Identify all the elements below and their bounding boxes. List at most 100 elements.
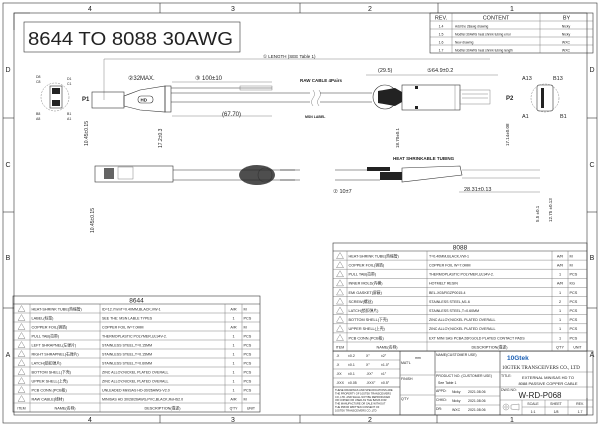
item-triangle-icon — [17, 395, 26, 402]
chkd-by: Nicky — [452, 399, 461, 403]
part-unit: PCS — [244, 379, 252, 383]
zone-left-b: B — [6, 255, 11, 262]
part-unit: M — [570, 263, 573, 267]
revision-content: Modfiel 30AWG heat shrink tubing length — [455, 49, 513, 53]
zone-right-b: B — [590, 255, 595, 262]
part-quantity: 1 — [232, 316, 234, 320]
part-quantity: 1 — [232, 334, 234, 338]
item-triangle-icon — [336, 324, 344, 332]
item-triangle-icon — [336, 297, 344, 305]
part-description: UNLEADED MiniSAS HD-30/26AWG-V2.0 — [102, 388, 170, 392]
tolerance-format: .X — [336, 363, 340, 367]
angle-format: X° — [366, 363, 370, 367]
pin-b13-label: B13 — [553, 76, 563, 82]
company-name: 10GTEK TRANSCEIVERS CO., LTD — [502, 366, 580, 371]
part-unit: PCS — [244, 352, 252, 356]
cable-side-view-right: HEAT SHRINKABLE TUBING ⑦ 10±7 28.31±0.13… — [280, 156, 553, 222]
raw-cable-label: RAW CABLE 4Pairs — [300, 78, 343, 83]
content-header: CONTENT — [483, 16, 510, 22]
unit-label: mm — [415, 356, 421, 360]
part-unit: PCS — [244, 316, 252, 320]
dimension-10-45: 10.45±0.15 — [90, 208, 96, 233]
part-description: THERMOPLASTIC POLYMER,UL94V-2. — [429, 273, 494, 277]
name-header: NAME(名称) — [376, 344, 398, 349]
part-name: EMI GASKET(屏蔽) — [349, 290, 383, 295]
bom-row: LEFT SHRAPNEL(左弹片)STAINLESS STEEL,T=0.15… — [17, 341, 252, 348]
description-header: DESCRIPTION(描述) — [144, 405, 181, 410]
part-quantity: 1 — [232, 343, 234, 347]
item-triangle-icon — [17, 368, 26, 375]
part-description: ZINC ALLOY,NICKEL PLATED OVERALL — [102, 370, 168, 374]
tolerance-value: ±0.1 — [348, 372, 355, 376]
pin-label: B1 — [67, 112, 71, 116]
item-triangle-icon — [17, 350, 26, 357]
bom-row: PCB CONN.(PCB板) UNLEADED MiniSAS HD-30/26… — [17, 386, 252, 393]
part-quantity: 1 — [559, 327, 561, 331]
part-quantity: 1 — [559, 336, 561, 340]
part-quantity: 1 — [232, 370, 234, 374]
rev-value: 1.7 — [578, 410, 583, 414]
drawing-title: 8644 TO 8088 30AWG — [28, 29, 233, 49]
bom-row: BOTTOM SHELL(下壳) ZINC ALLOY,NICKEL PLATED… — [17, 368, 252, 375]
part-unit: PCS — [244, 334, 252, 338]
item-header: ITEM — [17, 406, 25, 410]
disclaimer-line: 10GTEK TRANSCEIVERS CO.,LTD — [335, 408, 377, 412]
name-header: NAME(名称) — [54, 405, 76, 410]
part-unit: KG — [570, 282, 576, 286]
part-name: PCB CONN.(PCB板) — [32, 387, 68, 392]
part-description: SEE THE: MSN LABLE TYPES — [102, 316, 153, 320]
part-unit: PCS — [244, 343, 252, 347]
part-unit: PCS — [244, 388, 252, 392]
zone-left-d: D — [5, 67, 10, 74]
disclaimer-line: THE PRIOR WRITTEN CONSENT OF — [335, 405, 380, 409]
pin-label: B8 — [36, 112, 40, 116]
customer-name-label: NAME(CUSTOMER USE) — [436, 353, 477, 357]
dr-date: 2021.08.06 — [468, 408, 486, 412]
matl-label: MAT'L — [401, 361, 411, 365]
dr-by: WXC — [452, 408, 461, 412]
revision-author: WXC — [562, 41, 571, 45]
part-unit: PCS — [244, 361, 252, 365]
disclaimer-line: OR COPIED OR USED AS THE BASIS FOR — [335, 398, 387, 402]
part-description: STAINLESS STEEL,T=0.60MM — [429, 309, 479, 313]
projection-symbol-icon — [502, 403, 520, 411]
part-description: ID=12.7mmT=0.40MM,BLACK,VW-1 — [102, 307, 161, 311]
pin-a1-label: A1 — [522, 114, 529, 120]
part-description: STAINLESS STEEL,T=0.60MM — [102, 361, 152, 365]
product-no-value: See Table 1 — [438, 381, 456, 385]
part-quantity: 1 — [232, 388, 234, 392]
dimension-17-2: 17.2±0.3 — [158, 128, 164, 148]
part-name: BOTTOM SHELL(下壳) — [32, 369, 72, 374]
revision-content: Add the 28awg drawing — [455, 25, 489, 29]
part-name: COPPER FOIL(铜箔) — [349, 262, 385, 267]
part-unit: PCS — [570, 327, 578, 331]
bom-row: BOTTOM SHELL(下壳)ZINC ALLOY,NICKEL PLATED… — [336, 315, 578, 323]
part-quantity: 1 — [559, 309, 561, 313]
part-description: STAINLESS STEEL,T=0.15MM — [102, 343, 152, 347]
zone-top-4: 4 — [88, 6, 92, 13]
appd-date: 2021.08.06 — [468, 390, 486, 394]
part-quantity: A/R — [230, 325, 237, 329]
part-name: PULL TAB(拉带) — [32, 333, 60, 338]
bom-row: UPPER SHELL(上壳)ZINC ALLOY,NICKEL PLATED … — [336, 324, 578, 332]
part-description: ZINC ALLOY,NICKEL PLATED OVERALL — [429, 318, 495, 322]
item-triangle-icon — [17, 314, 26, 321]
dwg-number: W-RD-P068 — [519, 391, 563, 400]
scale-label: SCALE — [527, 402, 539, 406]
part-description: COPPER FOIL W=7.0MM — [102, 325, 144, 329]
item-header: ITEM — [336, 345, 344, 349]
part-quantity: 1 — [559, 273, 561, 277]
item-triangle-icon — [17, 386, 26, 393]
dimension-32max: ②32MAX. — [128, 75, 155, 82]
qty-header: Q'TY — [230, 406, 239, 410]
disclaimer-line: THE MANUFACTURE OR SALE WITHOUT — [335, 402, 386, 406]
part-description: ZINC ALLOY,NICKEL PLATED OVERALL — [429, 327, 495, 331]
part-quantity: 1 — [232, 352, 234, 356]
part-description: COPPER FOIL W=7.0MM — [429, 263, 471, 267]
part-description: THERMOPLASTIC POLYMER,UL94V-2. — [102, 334, 167, 338]
p2-label: P2 — [506, 96, 514, 102]
cable-top-view: ① LENGTH (SEE Table 1) ②32MAX. ③ 100±10 … — [36, 54, 567, 148]
